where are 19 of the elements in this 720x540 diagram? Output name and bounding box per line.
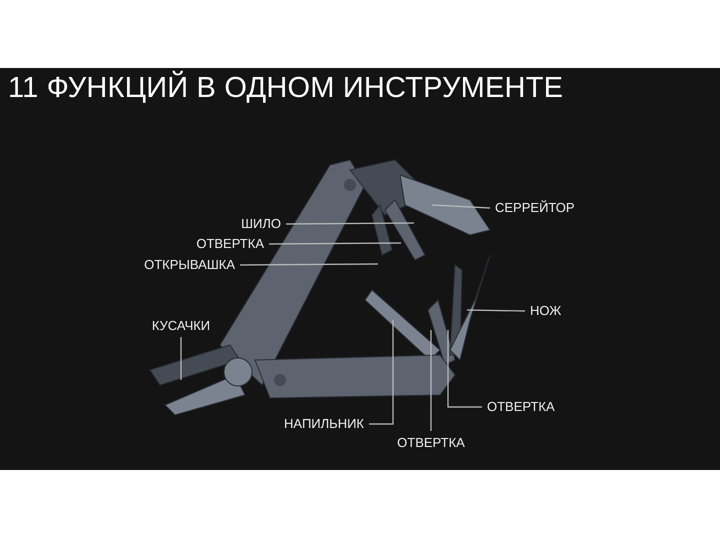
part-label: ОТКРЫВАШКА	[144, 257, 235, 272]
leader-line	[432, 204, 490, 209]
part-label: ОТВЕРТКА	[487, 399, 555, 414]
leader-line	[286, 222, 414, 225]
leader-line	[466, 309, 526, 312]
leader-line	[369, 320, 394, 425]
leader-line	[447, 330, 482, 408]
leader-line	[269, 242, 401, 245]
part-label: ШИЛО	[241, 216, 281, 231]
title: 11 ФУНКЦИЙ В ОДНОМ ИНСТРУМЕНТЕ	[8, 72, 564, 105]
leader-line	[430, 330, 432, 431]
leader-line	[240, 263, 378, 266]
part-label: КУСАЧКИ	[152, 318, 210, 333]
leader-line	[180, 337, 182, 380]
part-label: ОТВЕРТКА	[196, 236, 264, 251]
part-label: НАПИЛЬНИК	[284, 416, 364, 431]
part-label: ОТВЕРТКА	[397, 435, 465, 450]
part-label: СЕРРЕЙТОР	[495, 200, 575, 215]
part-label: НОЖ	[530, 303, 562, 318]
